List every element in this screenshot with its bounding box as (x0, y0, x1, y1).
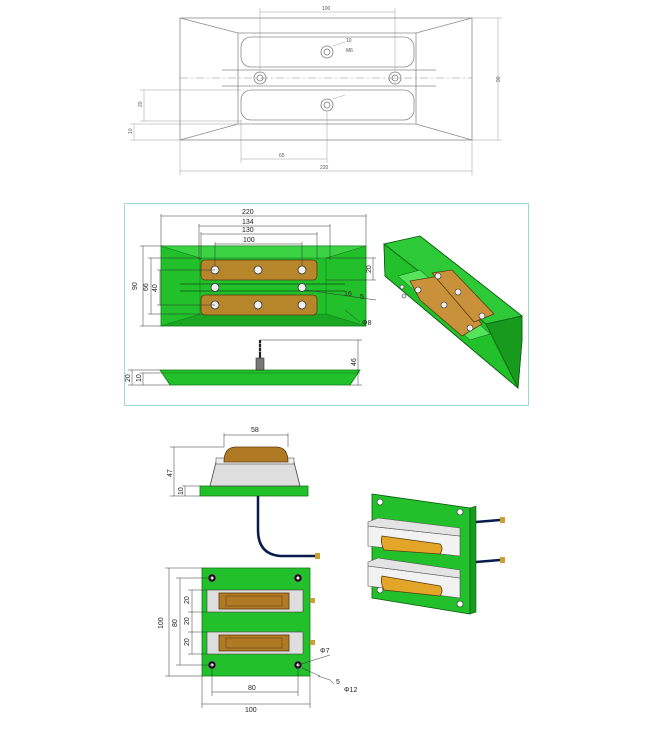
mid-dim-40: 40 (152, 284, 159, 292)
mid-dim-220: 220 (242, 209, 254, 216)
mid-side-dim-46: 46 (351, 358, 358, 366)
bot-dim-phi7: Φ7 (320, 648, 330, 655)
bot-dim-47: 47 (167, 469, 174, 477)
mid-dim-130: 130 (242, 227, 254, 234)
iso-view-middle (383, 235, 523, 390)
bot-dim-80-bottom: 80 (248, 685, 256, 692)
mid-side-dim-20: 20 (125, 374, 132, 382)
bot-dim-phi12: Φ12 (344, 687, 357, 694)
mid-side-dim-10: 10 (136, 374, 143, 382)
mid-dim-16: 16 (344, 291, 352, 298)
top-hole-label-b: M6 (346, 48, 353, 54)
mid-dim-134: 134 (242, 219, 254, 226)
bot-dim-100-bottom: 100 (245, 707, 257, 714)
top-technical-drawing: 100 65 220 90 20 10 10 M6 (128, 6, 502, 175)
top-dim-10: 10 (128, 128, 134, 134)
top-dim-90: 90 (496, 76, 502, 82)
bot-dim-20-b: 20 (184, 617, 191, 625)
bot-dim-20-c: 20 (184, 638, 191, 646)
plan-view (160, 245, 367, 327)
mid-dim-90: 90 (132, 282, 139, 290)
bot-dim-80-left: 80 (172, 619, 179, 627)
bot-dim-20-a: 20 (184, 596, 191, 604)
mid-dim-100: 100 (243, 237, 255, 244)
bot-dim-58: 58 (251, 427, 259, 434)
top-hole-label: 10 (346, 38, 352, 44)
top-dim-220: 220 (320, 165, 329, 171)
block-side-view (199, 446, 320, 559)
middle-drawing-frame (124, 203, 529, 406)
mid-dim-66: 66 (143, 283, 150, 291)
mid-dim-phi8: Φ8 (362, 320, 372, 327)
bot-dim-10: 10 (178, 487, 185, 495)
bot-dim-5: 5 (336, 679, 340, 686)
iso-view-bottom (367, 493, 505, 615)
middle-technical-drawing: 220 134 130 100 90 66 40 20 16 5 Φ8 46 2… (125, 209, 523, 390)
top-dim-100: 100 (322, 6, 331, 12)
top-dim-65: 65 (279, 153, 285, 159)
mid-dim-20: 20 (366, 265, 373, 273)
bot-dim-100-left: 100 (158, 617, 165, 629)
block-plan-view (201, 567, 315, 677)
top-dim-20: 20 (138, 101, 144, 107)
mid-dim-5: 5 (360, 294, 364, 301)
